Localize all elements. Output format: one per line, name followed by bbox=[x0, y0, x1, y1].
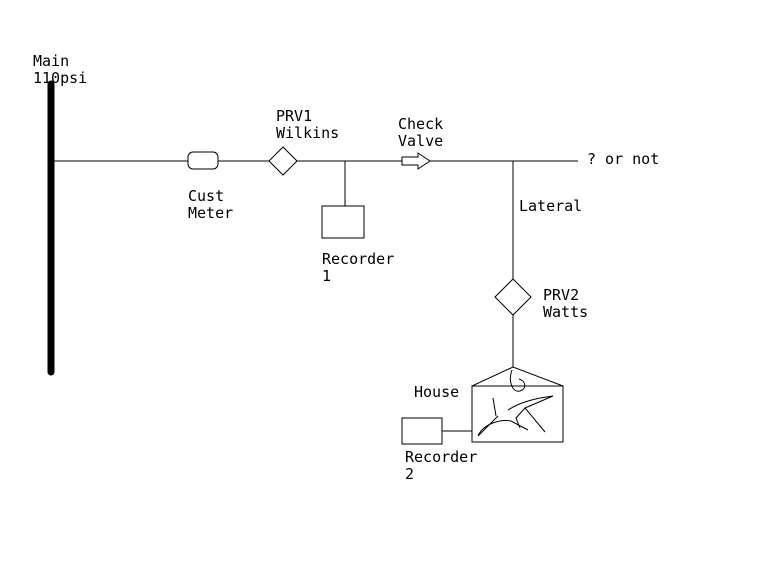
question-label: ? or not bbox=[587, 150, 659, 168]
prv1-label-line1: PRV1 bbox=[276, 107, 312, 125]
house-label: House bbox=[414, 383, 459, 401]
recorder1-label-line1: Recorder bbox=[322, 250, 394, 268]
check-valve-label-line1: Check bbox=[398, 115, 443, 133]
cust-meter-icon bbox=[187, 151, 219, 170]
prv1-valve-icon bbox=[268, 146, 298, 176]
cust-meter-label-line1: Cust bbox=[188, 187, 224, 205]
prv2-label-line1: PRV2 bbox=[543, 286, 579, 304]
house-icon bbox=[471, 385, 564, 443]
recorder2-label-line1: Recorder bbox=[405, 448, 477, 466]
cust-meter-label-line2: Meter bbox=[188, 204, 233, 222]
main-label-line1: Main bbox=[33, 52, 69, 70]
prv2-label-line2: Watts bbox=[543, 303, 588, 321]
house-roof bbox=[471, 366, 564, 387]
main-label-line2: 110psi bbox=[33, 69, 87, 87]
prv1-label-line2: Wilkins bbox=[276, 124, 339, 142]
lateral-label: Lateral bbox=[519, 197, 582, 215]
recorder2-label-line2: 2 bbox=[405, 465, 414, 483]
check-valve-icon bbox=[401, 152, 431, 170]
prv2-valve-icon bbox=[494, 278, 532, 316]
recorder2-box bbox=[401, 417, 443, 445]
house-scribble bbox=[477, 369, 554, 437]
recorder1-box bbox=[321, 205, 365, 239]
check-valve-label-line2: Valve bbox=[398, 132, 443, 150]
recorder1-label-line2: 1 bbox=[322, 267, 331, 285]
